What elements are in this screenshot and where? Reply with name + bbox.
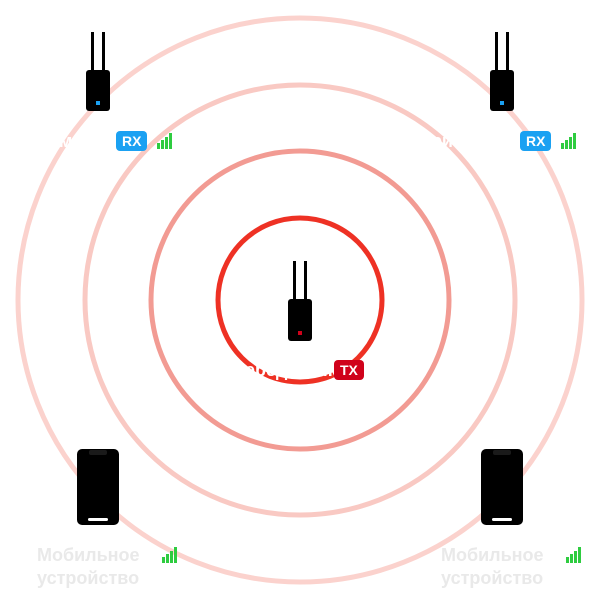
receiver-icon [490,32,514,111]
transmitter-name: Передатчик [232,360,337,380]
signal-strength-icon [566,547,581,563]
signal-strength-icon [162,547,177,563]
receiver-icon [86,32,110,111]
coverage-ring-2 [148,148,452,452]
receiver-right-name: Приёмник [418,131,508,151]
mobile-right-label-line1: Мобильное [441,545,544,565]
transmitter-icon [288,261,312,341]
mobile-left-label-line2: устройство [37,568,140,588]
receiver-left-badge: RX [116,131,148,151]
receiver-right-badge: RX [520,131,552,151]
coverage-ring-1 [215,215,385,385]
mobile-left-label-line1: Мобильное [37,545,140,565]
signal-strength-icon [561,133,576,149]
smartphone-icon [77,449,119,525]
receiver-left-name: Приёмник [14,131,104,151]
transmitter-badge: ТХ [334,360,364,380]
coverage-ring-3 [82,82,518,518]
smartphone-icon [481,449,523,525]
mobile-right-label-line2: устройство [441,568,544,588]
signal-strength-icon [157,133,172,149]
coverage-ring-4 [15,15,585,585]
